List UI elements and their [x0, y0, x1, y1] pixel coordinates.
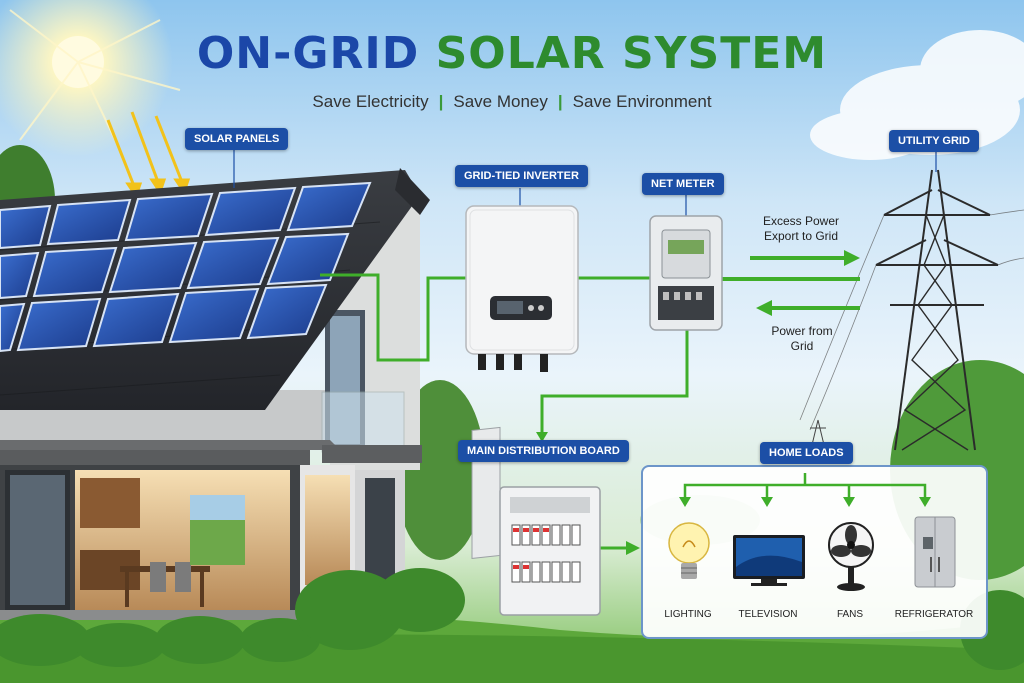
home-loads-graphics: [668, 473, 956, 591]
import-arrow: [756, 300, 860, 316]
meter-to-board-arrowhead: [536, 432, 548, 442]
export-flow-text: Excess Power Export to Grid: [746, 214, 856, 244]
board-to-loads-arrow: [626, 541, 640, 555]
home-loads-panel: LIGHTING TELEVISION FANS REFRIGERATOR: [641, 465, 988, 639]
load-fans-label: FANS: [836, 609, 864, 620]
distant-tower-icon: [810, 419, 826, 446]
sun-icon: [0, 0, 181, 157]
load-refrigerator-label: REFRIGERATOR: [894, 609, 974, 620]
import-text-line-1: Power from: [771, 324, 833, 338]
light-bulb-icon: [668, 522, 710, 579]
net-meter-label: NET METER: [642, 173, 724, 195]
export-text-line-2: Export to Grid: [763, 229, 839, 243]
export-arrow: [750, 250, 860, 266]
bushes: [0, 568, 1024, 670]
page-title: ON-GRID SOLAR SYSTEM: [0, 28, 1024, 79]
solar-panels: [0, 181, 372, 353]
refrigerator-icon: [914, 516, 956, 588]
net-meter-icon: [649, 215, 723, 331]
export-text-line-1: Excess Power: [762, 214, 840, 228]
import-flow-text: Power from Grid: [752, 324, 852, 354]
wiring: [320, 273, 689, 550]
load-television-label: TELEVISION: [738, 609, 798, 620]
fan-icon: [828, 522, 874, 591]
inverter-icon: [465, 205, 579, 372]
import-text-line-2: Grid: [790, 339, 814, 353]
television-icon: [733, 535, 805, 586]
inverter-label: GRID-TIED INVERTER: [455, 165, 588, 187]
power-lines: [799, 209, 1024, 431]
title-part-2: SOLAR SYSTEM: [435, 28, 828, 79]
solar-panels-label: SOLAR PANELS: [185, 128, 289, 150]
subtitle-item-environment: Save Environment: [572, 92, 712, 111]
utility-grid-tower-icon: [875, 169, 999, 451]
distribution-board-label: MAIN DISTRIBUTION BOARD: [458, 440, 629, 462]
house: [0, 180, 422, 620]
subtitle-item-electricity: Save Electricity: [312, 92, 429, 111]
load-lighting-label: LIGHTING: [664, 609, 712, 620]
utility-grid-label: UTILITY GRID: [889, 130, 979, 152]
subtitle: Save Electricity|Save Money|Save Environ…: [312, 92, 712, 111]
home-loads-label: HOME LOADS: [760, 442, 853, 464]
subtitle-item-money: Save Money: [453, 92, 548, 111]
title-part-1: ON-GRID: [196, 28, 420, 79]
